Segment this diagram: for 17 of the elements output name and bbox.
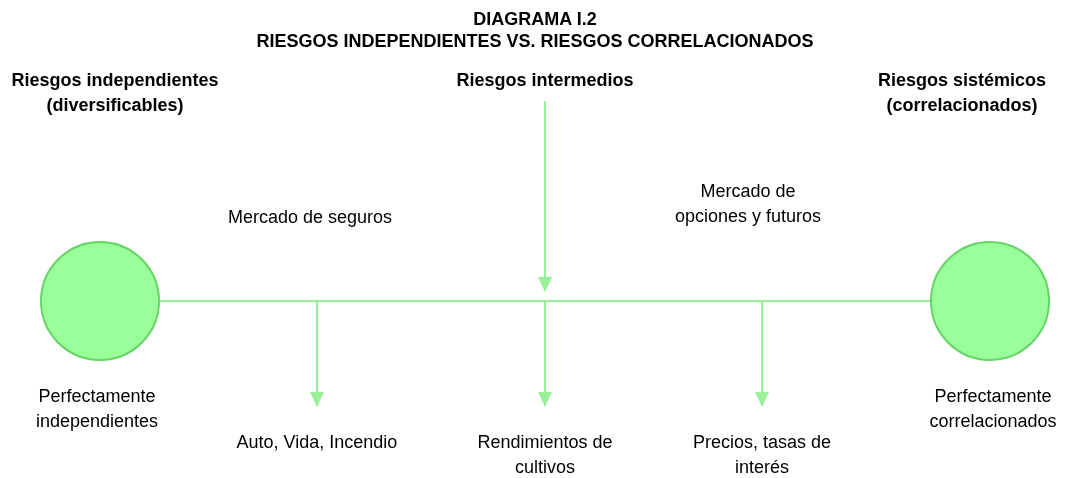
node-text: Auto, Vida, Incendio	[232, 430, 402, 455]
node-text: Precios, tasas de interés	[667, 430, 857, 478]
arrow	[755, 300, 769, 407]
node-text: Riesgos intermedios	[455, 68, 635, 93]
node-text: Rendimientos de cultivos	[460, 430, 630, 478]
arrow	[538, 300, 552, 407]
diagram-title: DIAGRAMA I.2	[472, 8, 598, 30]
category-heading: Riesgos sistémicos (correlacionados)	[876, 69, 1048, 117]
arrow	[538, 100, 552, 292]
circle-caption: Perfectamente independientes	[34, 385, 160, 433]
market-label: Mercado de opciones y futuros	[673, 180, 823, 228]
circle-caption: Perfectamente correlacionados	[928, 385, 1058, 433]
category-heading: Riesgos independientes (diversificables)	[10, 69, 220, 117]
arrow	[310, 300, 324, 407]
connector-line	[159, 300, 931, 302]
market-label: Mercado de seguros	[226, 206, 394, 229]
diagram-subtitle: RIESGOS INDEPENDIENTES VS. RIESGOS CORRELACIONADOS	[255, 30, 815, 52]
